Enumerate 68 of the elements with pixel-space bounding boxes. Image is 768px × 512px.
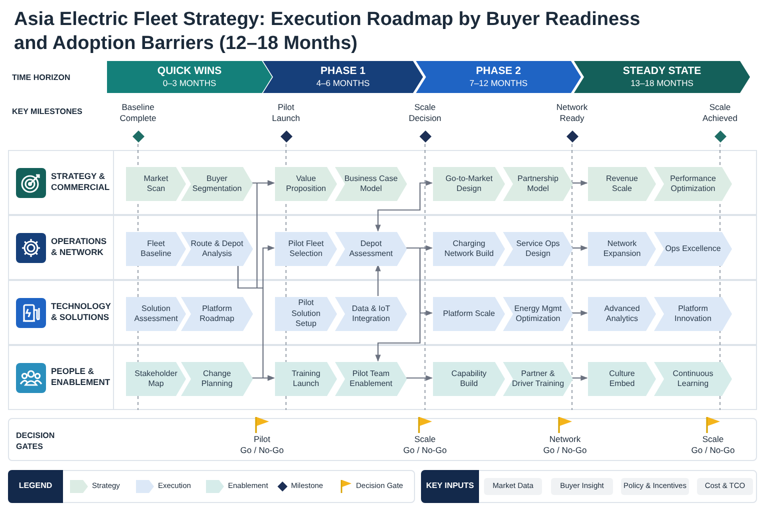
lane-title: STRATEGY & COMMERCIAL — [51, 171, 111, 194]
milestone-label: Scale Achieved — [702, 102, 738, 124]
milestone-label: Scale Decision — [408, 102, 442, 124]
task-card: Capability Build — [433, 362, 505, 396]
phase-banner: PHASE 2 7–12 MONTHS — [416, 61, 581, 93]
task-card: Market Scan — [126, 167, 186, 201]
task-card: Route & Depot Analysis — [181, 232, 253, 266]
swimlane-row — [8, 345, 757, 410]
task-card: Go-to-Market Design — [433, 167, 505, 201]
connector-arrow — [375, 264, 381, 296]
gate-label: Pilot Go / No-Go — [239, 434, 285, 456]
task-card: Platform Innovation — [654, 297, 732, 331]
gate-label: Network Go / No-Go — [542, 434, 588, 456]
connector-arrow — [252, 375, 275, 381]
connector-arrow — [375, 180, 433, 232]
task-card: Platform Roadmap — [181, 297, 253, 331]
task-card: Pilot Solution Setup — [275, 297, 337, 331]
task-card: Revenue Scale — [588, 167, 656, 201]
row-header: DECISION GATES — [16, 431, 56, 453]
task-card: Service Ops Design — [503, 232, 573, 266]
task-card: Fleet Baseline — [126, 232, 186, 266]
task-card: Platform Scale — [433, 297, 505, 331]
milestone-label: Baseline Complete — [118, 102, 158, 124]
milestone-label: Network Ready — [555, 102, 589, 124]
task-card: Continuous Learning — [654, 362, 732, 396]
gate-label: Scale Go / No-Go — [402, 434, 448, 456]
task-card: Buyer Segmentation — [181, 167, 253, 201]
connector-arrow — [572, 310, 588, 316]
task-card: Advanced Analytics — [588, 297, 656, 331]
lane-title: PEOPLE & ENABLEMENT — [51, 366, 112, 389]
task-card: Partner & Driver Training — [503, 362, 573, 396]
swimlane-row — [8, 215, 757, 280]
connector-arrow — [406, 375, 433, 381]
lane-title: OPERATIONS & NETWORK — [51, 236, 108, 259]
task-card: Data & IoT Integration — [335, 297, 407, 331]
task-card: Charging Network Build — [433, 232, 505, 266]
phase-banner: QUICK WINS 0–3 MONTHS — [107, 61, 272, 93]
milestone-label: Pilot Launch — [271, 102, 301, 124]
phase-banner: STEADY STATE 13–18 MONTHS — [574, 61, 750, 93]
task-card: Value Proposition — [275, 167, 337, 201]
task-card: Depot Assessment — [335, 232, 407, 266]
diagram-title: Asia Electric Fleet Strategy: Execution Roadmap by Buyer Readiness and Adoption Barriers (12–18 Months) — [14, 8, 642, 56]
task-card: Energy Mgmt Optimization — [503, 297, 573, 331]
connector-arrow — [375, 247, 421, 362]
task-card: Training Launch — [275, 362, 337, 396]
connector-arrow — [572, 375, 588, 381]
connector-arrow — [572, 180, 588, 186]
phase-banner: PHASE 1 4–6 MONTHS — [263, 61, 423, 93]
row-header: KEY MILESTONES — [12, 107, 84, 118]
row-header: TIME HORIZON — [12, 73, 72, 84]
task-card: Solution Assessment — [126, 297, 186, 331]
task-card: Partnership Model — [503, 167, 573, 201]
task-card: Change Planning — [181, 362, 253, 396]
swimlane-row — [8, 280, 757, 345]
lane-title: TECHNOLOGY & SOLUTIONS — [51, 301, 112, 324]
key-inputs-header: KEY INPUTS — [421, 470, 479, 503]
task-card: Culture Embed — [588, 362, 656, 396]
task-card: Pilot Fleet Selection — [275, 232, 337, 266]
connector-arrow — [572, 245, 588, 251]
task-card: Network Expansion — [588, 232, 656, 266]
legend-header: LEGEND — [8, 470, 63, 503]
gate-label: Scale Go / No-Go — [690, 434, 736, 456]
task-card: Business Case Model — [335, 167, 407, 201]
task-card: Pilot Team Enablement — [335, 362, 407, 396]
task-card: Performance Optimization — [654, 167, 732, 201]
task-card: Ops Excellence — [654, 232, 732, 266]
task-card: Stakeholder Map — [126, 362, 186, 396]
swimlane-row — [8, 150, 757, 215]
